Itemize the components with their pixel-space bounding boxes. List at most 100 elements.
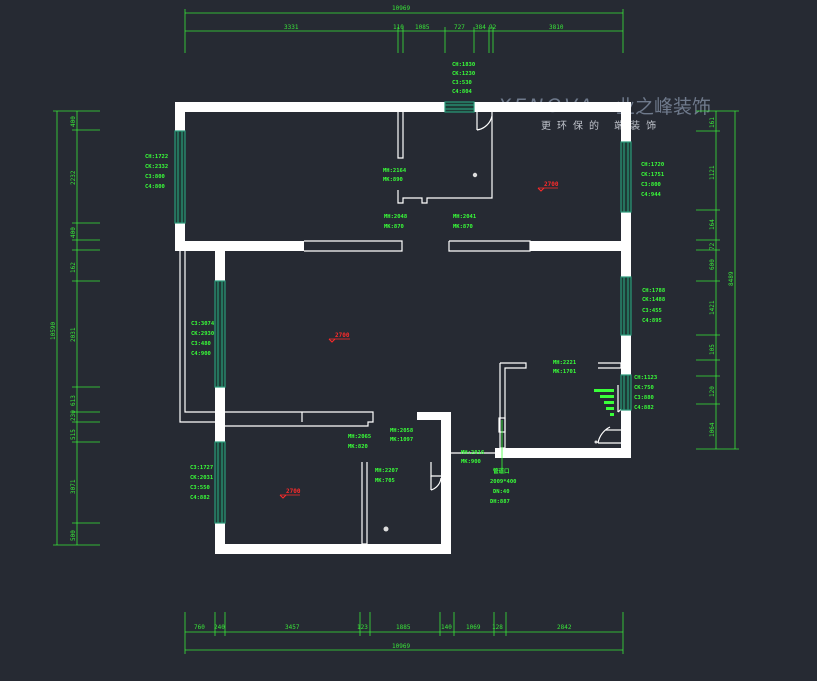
annot-left-lower-window: C3:1727 CK:2031 C3:550 C4:882 (190, 465, 214, 501)
annot-door-lower-inner: MH:2207 MK:705 (375, 468, 398, 484)
annotation-text: C4:804 (452, 89, 473, 95)
annot-door-lower-left: MH:2065 MK:820 (348, 434, 371, 450)
annotation-text: C3:530 (452, 80, 472, 86)
bottom-dim-3: 3457 (285, 624, 300, 631)
annotation-text: CK:2930 (191, 331, 214, 337)
left-dim-10: 500 (70, 530, 77, 541)
annotation-text: 2009*400 (490, 479, 517, 485)
annotation-text: MH:2041 (453, 214, 477, 220)
annotation-text: CK:1230 (452, 71, 475, 77)
right-total-dimension: 8489 (728, 271, 735, 286)
right-dim-8: 120 (709, 386, 716, 397)
windows (174, 101, 632, 524)
room-height-upper: 2700 (544, 181, 559, 188)
annot-top-window: CH:1830 CK:1230 C3:530 C4:804 (452, 62, 475, 95)
annotation-text: CK:1488 (642, 297, 665, 303)
bottom-dim-1: 760 (194, 624, 205, 631)
annotation-text: MK:870 (384, 224, 404, 230)
top-dim-3: 1085 (415, 24, 430, 31)
bottom-dim-9: 2842 (557, 624, 572, 631)
annotation-text: CH:1722 (145, 154, 168, 160)
annotation-text: MH:2048 (384, 214, 407, 220)
left-dim-7: 230 (70, 410, 77, 421)
annotation-text: C4:882 (634, 405, 654, 411)
annot-door-upper-right: MH:2041 MK:870 (453, 214, 477, 230)
top-dim-6: 92 (489, 24, 497, 31)
annotation-text: C3:550 (190, 485, 210, 491)
room-height-middle: 2700 (335, 332, 350, 339)
top-dim-5: 384 (475, 24, 486, 31)
annotation-text: CH:1123 (634, 375, 657, 381)
room-height-lower: 2700 (286, 488, 301, 495)
annot-left-mid-window: C3:3074 CK:2930 C3:480 C4:900 (191, 321, 215, 357)
annotation-text: C3:3074 (191, 321, 215, 327)
bottom-dim-8: 128 (492, 624, 503, 631)
bottom-total-dimension: 10969 (392, 643, 410, 650)
annotation-text: C3:455 (642, 308, 662, 314)
bottom-dimension-lines (184, 612, 624, 654)
height-marker-middle: 2700 (328, 332, 350, 343)
fixture-dot-lower (383, 526, 389, 532)
annotation-text: MK:820 (348, 444, 368, 450)
top-dim-1: 3331 (284, 24, 299, 31)
annot-pipe-info: 管道口 2009*400 DN:40 DH:887 (490, 467, 517, 505)
right-dimension-lines (696, 110, 739, 450)
right-dim-6: 1421 (709, 300, 716, 315)
top-dimension-lines (184, 9, 624, 53)
right-dim-2: 1121 (709, 165, 716, 180)
bottom-dim-5: 1885 (396, 624, 411, 631)
top-dim-2: 110 (393, 24, 404, 31)
bottom-dim-6: 140 (441, 624, 452, 631)
annotation-text: MK:1097 (390, 437, 413, 443)
annot-door-lower-center: MH:2058 MK:1097 (390, 428, 413, 443)
left-dim-3: 400 (70, 227, 77, 238)
left-total-dimension: 10590 (50, 322, 57, 340)
bottom-dim-7: 1069 (466, 624, 481, 631)
annot-right-upper-window: CH:1720 CK:1751 C3:800 C4:944 (641, 162, 665, 198)
left-dim-4: 162 (70, 262, 77, 273)
top-dim-7: 3810 (549, 24, 564, 31)
top-total-dimension: 10969 (392, 5, 410, 12)
annotation-text: MK:705 (375, 478, 395, 484)
annotation-text: C3:800 (641, 182, 661, 188)
annotation-text: C4:895 (642, 318, 662, 324)
annotation-text: CK:750 (634, 385, 654, 391)
annotation-text: MK:870 (453, 224, 473, 230)
annotation-text: C4:882 (190, 495, 210, 501)
annotation-text: MH:2058 (390, 428, 413, 434)
step-marks (594, 389, 614, 416)
right-dim-4: 600 (709, 259, 716, 270)
annotation-text: CK:1751 (641, 172, 665, 178)
height-marker-lower: 2700 (279, 488, 301, 499)
right-dim-1: 161 (709, 117, 716, 128)
annotation-text: DH:887 (490, 499, 510, 505)
left-dim-8: 515 (70, 429, 77, 440)
left-dim-9: 3071 (70, 479, 77, 494)
annot-door-upper-top: MH:2164 MK:890 (383, 168, 407, 183)
annotation-text: MH:2016 (461, 450, 485, 456)
annot-left-upper-window: CH:1722 CK:2332 C3:800 C4:800 (145, 154, 168, 190)
partition-lines (179, 112, 624, 545)
height-marker-upper: 2700 (537, 181, 559, 192)
annotation-text: CK:2332 (145, 164, 168, 170)
annotation-text: MK:900 (461, 459, 481, 465)
annotation-text: MK:890 (383, 177, 403, 183)
annot-door-upper-left: MH:2048 MK:870 (384, 214, 407, 230)
annotation-text: MH:2164 (383, 168, 407, 174)
annotation-text: C4:900 (191, 351, 211, 357)
right-dim-3: 164 (709, 219, 716, 230)
left-dim-1: 400 (70, 116, 77, 127)
annot-right-lower-window: CH:1123 CK:750 C3:880 C4:882 (634, 375, 657, 411)
fixture-dot-upper (472, 172, 478, 178)
annotation-text: C4:800 (145, 184, 165, 190)
annotation-text: C3:480 (191, 341, 211, 347)
annotation-text: CH:1720 (641, 162, 664, 168)
walls (175, 102, 631, 554)
left-dimension-lines (53, 110, 100, 546)
annotation-text: C3:800 (145, 174, 165, 180)
left-dim-6: 613 (70, 395, 77, 406)
annot-door-lower-right: MH:2016 MK:900 (461, 450, 485, 465)
left-dim-5: 2031 (70, 327, 77, 342)
annotation-text: C3:880 (634, 395, 654, 401)
